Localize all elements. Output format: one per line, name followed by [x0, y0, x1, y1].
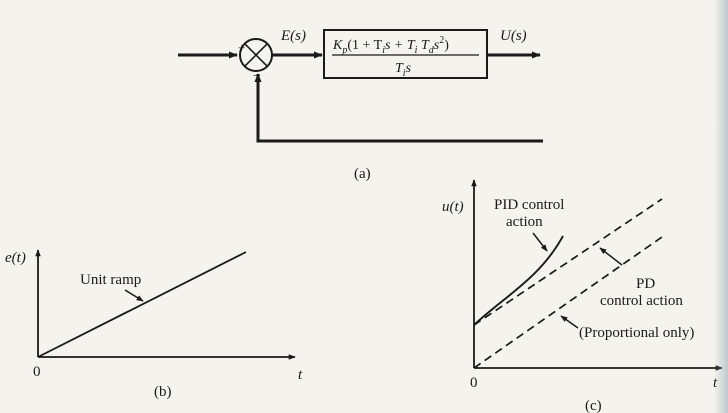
proportional-label: (Proportional only) — [579, 325, 694, 341]
panel-b-origin: 0 — [33, 364, 41, 380]
pd-label-line2: control action — [600, 293, 683, 309]
panel-c-y-label: u(t) — [442, 199, 464, 215]
page-edge-shadow — [714, 0, 728, 413]
proportional-pointer — [560, 315, 579, 329]
pid-label-line2: action — [506, 214, 543, 230]
panel-b-x-label: t — [298, 367, 303, 383]
transfer-function-numerator: Kp(1 + Tis + Ti Tds2) — [332, 35, 449, 56]
pid-control-curve — [473, 235, 564, 326]
unit-ramp-label: Unit ramp — [80, 272, 141, 288]
transfer-function-denominator: Tis — [395, 61, 412, 79]
panel-a-caption: (a) — [354, 166, 371, 182]
panel-c-caption: (c) — [585, 398, 602, 413]
panel-b-y-label: e(t) — [5, 250, 26, 266]
pid-label-line1: PID control — [494, 197, 564, 213]
feedback-path — [254, 73, 543, 143]
pd-control-line — [473, 198, 663, 326]
block-diagram: + − E(s) Kp(1 + Tis + Ti Tds2) Tis U(s) … — [178, 28, 543, 182]
output-signal-label: U(s) — [500, 28, 527, 44]
panel-b-caption: (b) — [154, 384, 172, 400]
panel-c-plot: u(t) t 0 PID control action PD control a… — [442, 179, 723, 413]
unit-ramp-pointer — [124, 289, 144, 302]
unit-ramp-line — [37, 251, 247, 358]
panel-c-origin: 0 — [470, 375, 478, 391]
panel-b-plot: e(t) t 0 Unit ramp (b) — [5, 249, 303, 400]
pid-pointer — [532, 232, 548, 252]
pd-pointer — [599, 247, 623, 266]
pd-label-line1: PD — [636, 276, 655, 292]
error-signal-label: E(s) — [280, 28, 306, 44]
sum-plus-sign: + — [238, 40, 245, 55]
